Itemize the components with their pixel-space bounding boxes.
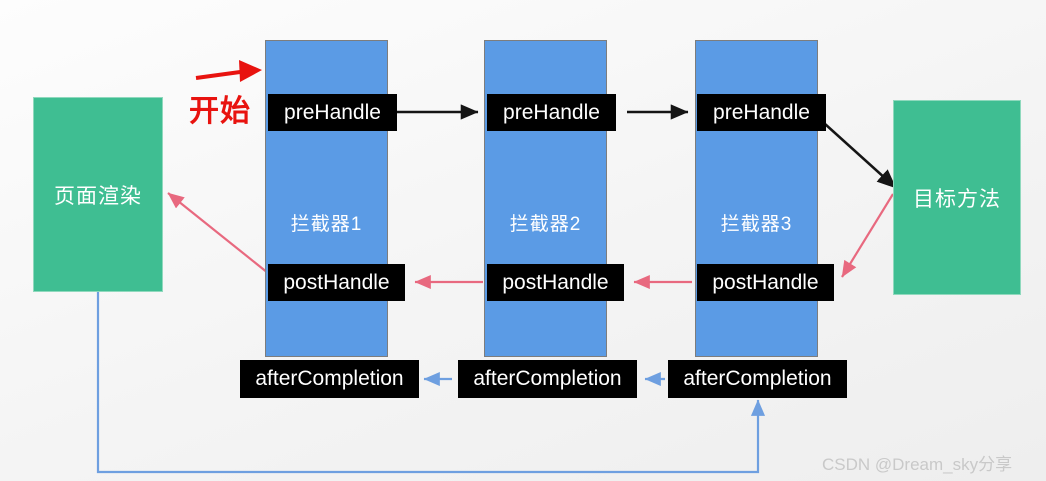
interceptor-3-label: 拦截器3 (720, 214, 793, 235)
aftercompletion-3-text: afterCompletion (683, 367, 832, 390)
interceptor-2-label: 拦截器2 (509, 214, 582, 235)
interceptor-column-1: 拦截器1 (265, 40, 388, 357)
edge-target-to-posthandle-3 (841, 193, 894, 278)
aftercompletion-label-3: afterCompletion (668, 360, 847, 398)
posthandle-label-2: postHandle (487, 264, 624, 301)
prehandle-label-1: preHandle (268, 94, 397, 131)
node-page-render: 页面渲染 (33, 97, 163, 292)
prehandle-label-3: preHandle (697, 94, 826, 131)
edge-prehandle-3-to-target (824, 123, 897, 189)
posthandle-1-text: postHandle (283, 270, 390, 294)
posthandle-3-text: postHandle (712, 270, 819, 294)
aftercompletion-label-1: afterCompletion (240, 360, 419, 398)
node-target-method: 目标方法 (893, 100, 1021, 295)
interceptor-column-2: 拦截器2 (484, 40, 607, 357)
posthandle-label-3: postHandle (697, 264, 834, 301)
prehandle-1-text: preHandle (284, 100, 381, 124)
aftercompletion-1-text: afterCompletion (255, 367, 404, 390)
start-arrow (195, 60, 262, 82)
interceptor-1-label: 拦截器1 (290, 214, 363, 235)
edge-posthandle-1-to-page-render (167, 192, 279, 282)
watermark: CSDN @Dream_sky分享 (822, 455, 1013, 474)
aftercompletion-2-text: afterCompletion (473, 367, 622, 390)
interceptor-column-3: 拦截器3 (695, 40, 818, 357)
node-page-render-label: 页面渲染 (54, 184, 142, 208)
aftercompletion-label-2: afterCompletion (458, 360, 637, 398)
prehandle-2-text: preHandle (503, 100, 600, 124)
start-annotation: 开始 (189, 95, 251, 128)
posthandle-label-1: postHandle (268, 264, 405, 301)
node-target-method-label: 目标方法 (913, 187, 1001, 211)
prehandle-label-2: preHandle (487, 94, 616, 131)
posthandle-2-text: postHandle (502, 270, 609, 294)
prehandle-3-text: preHandle (713, 100, 810, 124)
edge-page-render-to-aftercompletion-3 (96, 292, 766, 474)
